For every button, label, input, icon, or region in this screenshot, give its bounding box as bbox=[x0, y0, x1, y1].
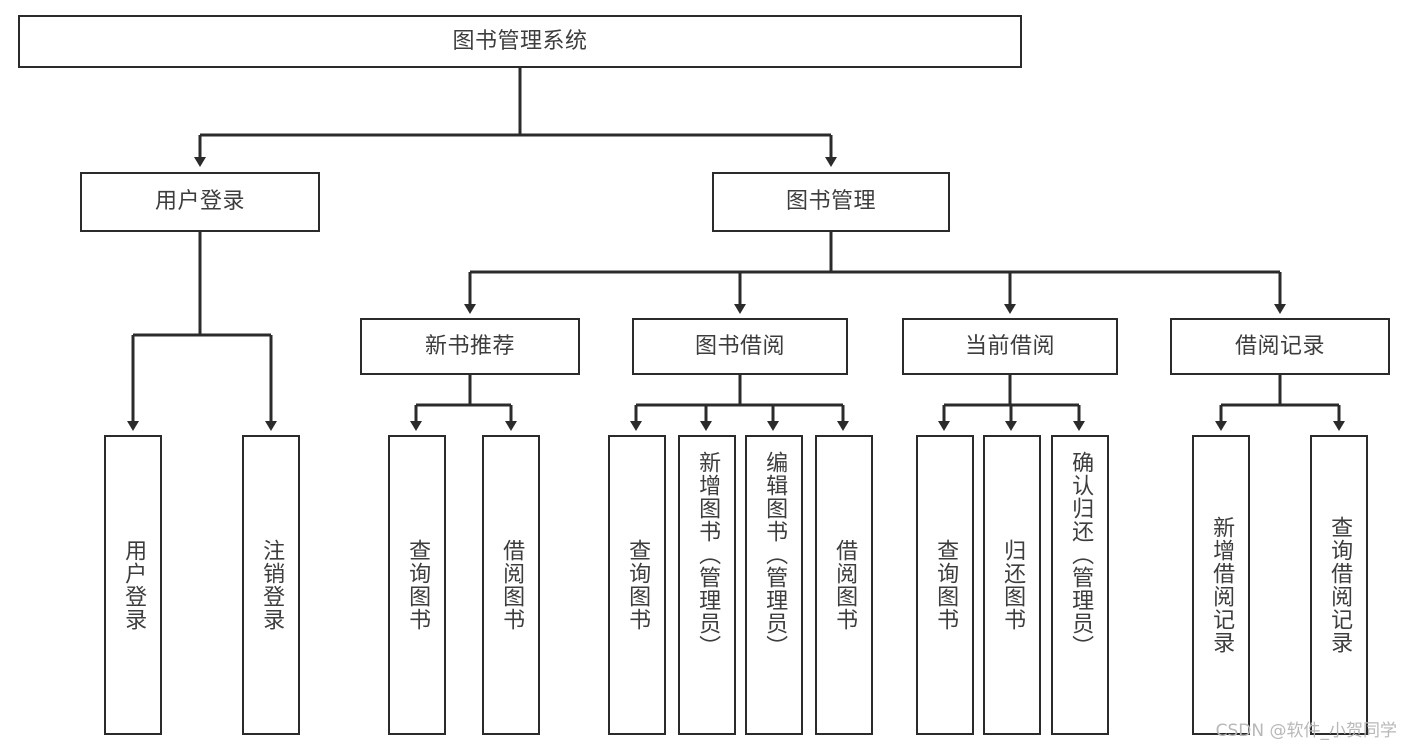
node-leaf-add-borrow-record-label: 新增借阅记录 bbox=[1209, 516, 1235, 654]
node-leaf-add-book-admin-label: 新增图书（管理员） bbox=[695, 451, 721, 658]
node-current-borrow[interactable]: 当前借阅 bbox=[902, 318, 1118, 375]
node-leaf-return-book[interactable]: 归还图书 bbox=[983, 435, 1041, 735]
node-book-management[interactable]: 图书管理 bbox=[712, 172, 950, 232]
node-leaf-query-book-1[interactable]: 查询图书 bbox=[388, 435, 446, 735]
node-book-management-label: 图书管理 bbox=[785, 189, 876, 215]
node-leaf-query-book-1-label: 查询图书 bbox=[405, 539, 431, 631]
node-user-login-label: 用户登录 bbox=[154, 189, 245, 215]
node-new-book-recommend[interactable]: 新书推荐 bbox=[360, 318, 580, 375]
node-root-label: 图书管理系统 bbox=[452, 28, 588, 54]
node-leaf-borrow-book-2[interactable]: 借阅图书 bbox=[815, 435, 873, 735]
node-leaf-edit-book-admin[interactable]: 编辑图书（管理员） bbox=[745, 435, 803, 735]
node-leaf-query-borrow-record-label: 查询借阅记录 bbox=[1327, 516, 1353, 654]
node-leaf-borrow-book-1[interactable]: 借阅图书 bbox=[482, 435, 540, 735]
node-current-borrow-label: 当前借阅 bbox=[964, 333, 1055, 359]
watermark-text: CSDN @软件_小贺同学 bbox=[1215, 721, 1397, 741]
node-leaf-add-book-admin[interactable]: 新增图书（管理员） bbox=[678, 435, 736, 735]
node-leaf-query-book-3[interactable]: 查询图书 bbox=[916, 435, 974, 735]
node-leaf-borrow-book-2-label: 借阅图书 bbox=[832, 539, 858, 631]
node-leaf-logout-login-label: 注销登录 bbox=[259, 539, 285, 631]
node-leaf-query-book-2-label: 查询图书 bbox=[625, 539, 651, 631]
node-leaf-confirm-return-admin[interactable]: 确认归还（管理员） bbox=[1051, 435, 1109, 735]
node-leaf-borrow-book-1-label: 借阅图书 bbox=[499, 539, 525, 631]
node-leaf-confirm-return-admin-label: 确认归还（管理员） bbox=[1068, 451, 1094, 658]
node-leaf-edit-book-admin-label: 编辑图书（管理员） bbox=[762, 451, 788, 658]
node-leaf-query-borrow-record[interactable]: 查询借阅记录 bbox=[1310, 435, 1368, 735]
node-leaf-add-borrow-record[interactable]: 新增借阅记录 bbox=[1192, 435, 1250, 735]
node-borrow-record[interactable]: 借阅记录 bbox=[1170, 318, 1390, 375]
node-leaf-query-book-2[interactable]: 查询图书 bbox=[608, 435, 666, 735]
node-new-book-recommend-label: 新书推荐 bbox=[424, 333, 515, 359]
node-leaf-return-book-label: 归还图书 bbox=[1000, 539, 1026, 631]
node-book-borrow[interactable]: 图书借阅 bbox=[632, 318, 848, 375]
node-leaf-user-login[interactable]: 用户登录 bbox=[104, 435, 162, 735]
node-leaf-logout-login[interactable]: 注销登录 bbox=[242, 435, 300, 735]
node-book-borrow-label: 图书借阅 bbox=[694, 333, 785, 359]
node-leaf-user-login-label: 用户登录 bbox=[121, 539, 147, 631]
node-leaf-query-book-3-label: 查询图书 bbox=[933, 539, 959, 631]
node-borrow-record-label: 借阅记录 bbox=[1234, 333, 1325, 359]
node-user-login[interactable]: 用户登录 bbox=[80, 172, 320, 232]
node-root[interactable]: 图书管理系统 bbox=[18, 15, 1022, 68]
